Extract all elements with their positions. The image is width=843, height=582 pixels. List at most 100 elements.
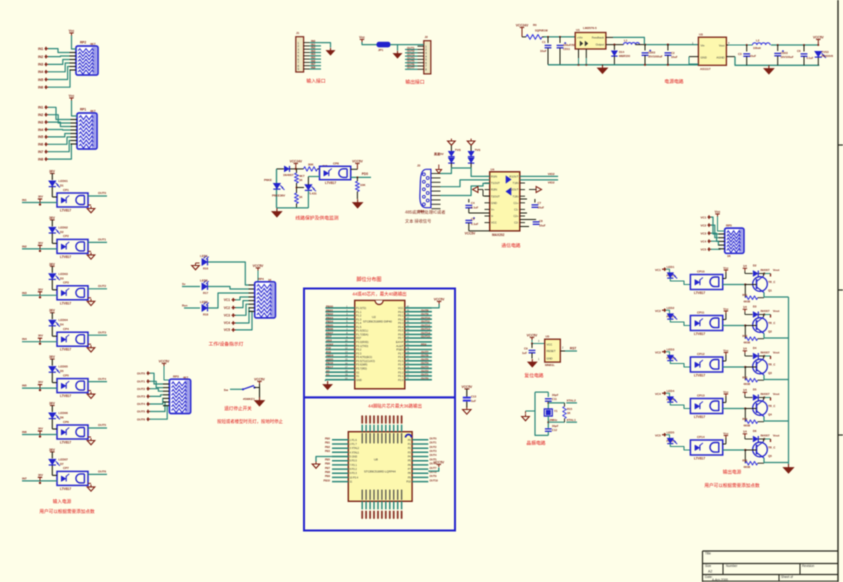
svg-text:4K08: 4K08 [743, 424, 750, 428]
svg-text:36V: 36V [38, 427, 43, 431]
svg-text:15: 15 [345, 360, 348, 362]
svg-text:PB05: PB05 [326, 323, 333, 327]
svg-text:10uF: 10uF [750, 54, 757, 58]
svg-text:36V: 36V [49, 309, 56, 313]
svg-text:C3: C3 [738, 52, 742, 56]
svg-text:36V: 36V [38, 287, 43, 291]
svg-text:Vout: Vout [773, 268, 779, 272]
svg-text:Q3: Q3 [768, 371, 772, 375]
svg-text:3: 3 [298, 47, 300, 51]
svg-text:C11: C11 [552, 397, 557, 401]
svg-text:100uF/50V: 100uF/50V [563, 43, 577, 47]
svg-text:TR_C: TR_C [768, 446, 775, 450]
svg-text:D4: D4 [60, 323, 64, 327]
svg-text:GND: GND [701, 56, 707, 60]
svg-text:Vout: Vout [773, 350, 779, 354]
svg-text:通信电路: 通信电路 [501, 242, 520, 249]
svg-text:LTV817: LTV817 [60, 209, 71, 213]
svg-text:LED05: LED05 [59, 365, 69, 369]
svg-text:30K: 30K [308, 163, 314, 167]
svg-text:30pF: 30pF [552, 424, 559, 428]
svg-text:LED3: LED3 [200, 300, 208, 304]
svg-text:P0.3: P0.3 [398, 321, 404, 325]
svg-text:11: 11 [345, 344, 348, 346]
svg-text:6: 6 [346, 326, 348, 328]
svg-text:Y1: Y1 [554, 409, 558, 413]
svg-text:10uF: 10uF [539, 224, 546, 228]
svg-text:C1: C1 [542, 40, 546, 44]
svg-text:IN1: IN1 [38, 106, 43, 110]
svg-text:GND: GND [491, 201, 497, 205]
svg-text:PB7: PB7 [325, 466, 331, 470]
svg-text:Sv: Sv [182, 282, 186, 286]
svg-text:IN0: IN0 [311, 39, 316, 43]
svg-text:OUT6: OUT6 [137, 417, 145, 421]
svg-text:IN5: IN5 [22, 384, 27, 388]
svg-text:OUT3: OUT3 [407, 53, 415, 57]
svg-text:10K: 10K [360, 183, 366, 187]
svg-text:PB6: PB6 [325, 462, 331, 466]
svg-text:VC2: VC2 [701, 223, 707, 227]
svg-text:PB17: PB17 [326, 365, 333, 369]
svg-text:Sheet of: Sheet of [781, 575, 793, 579]
svg-text:6: 6 [425, 61, 427, 65]
svg-text:C7: C7 [538, 201, 542, 205]
svg-text:C9: C9 [524, 347, 528, 351]
svg-text:36V: 36V [49, 262, 56, 266]
svg-text:IN6: IN6 [311, 59, 316, 63]
svg-text:R04: R04 [742, 417, 747, 421]
svg-text:MAX202: MAX202 [492, 233, 505, 237]
svg-text:4: 4 [425, 54, 427, 58]
svg-text:IN6: IN6 [38, 86, 43, 90]
svg-text:AS1117: AS1117 [700, 67, 711, 71]
svg-text:12: 12 [345, 348, 348, 350]
svg-text:0.1uF: 0.1uF [471, 222, 479, 226]
svg-text:U1: U1 [576, 28, 580, 32]
svg-text:36V: 36V [49, 170, 56, 174]
svg-text:LTV817: LTV817 [60, 394, 71, 398]
svg-text:PB8: PB8 [325, 470, 331, 474]
svg-text:IN5: IN5 [38, 78, 43, 82]
svg-text:用户可以根据需要添加点数: 用户可以根据需要添加点数 [39, 508, 95, 515]
svg-text:CP14: CP14 [697, 435, 705, 439]
svg-text:4K7: 4K7 [299, 174, 305, 178]
svg-text:P2.2: P2.2 [398, 370, 404, 374]
svg-text:IN4: IN4 [311, 52, 316, 56]
svg-text:CD03: CD03 [781, 51, 789, 55]
svg-text:高速5V: 高速5V [434, 151, 444, 156]
svg-text:T2OUT: T2OUT [491, 194, 500, 198]
svg-text:Run: Run [182, 304, 188, 308]
svg-text:PB00: PB00 [326, 305, 333, 309]
svg-text:OUT2: OUT2 [137, 387, 145, 391]
svg-text:OUT15: OUT15 [421, 335, 430, 339]
svg-text:LED03: LED03 [59, 272, 69, 276]
svg-text:线路保护及供电监测: 线路保护及供电监测 [295, 215, 338, 222]
svg-text:D3: D3 [60, 276, 64, 280]
svg-text:P3.0(RXD): P3.0(RXD) [356, 340, 369, 344]
svg-text:OUT10: OUT10 [421, 316, 430, 320]
svg-text:Vcc: Vcc [69, 94, 75, 98]
svg-text:P1: P1 [408, 443, 412, 446]
svg-text:PB07: PB07 [326, 331, 333, 335]
svg-text:OUT4: OUT4 [430, 453, 437, 457]
svg-text:OUT1: OUT1 [407, 46, 415, 50]
svg-text:X1: X1 [326, 373, 330, 377]
svg-text:36V: 36V [38, 473, 43, 477]
svg-text:OUT2: OUT2 [98, 284, 106, 288]
svg-text:D6: D6 [60, 416, 64, 420]
svg-text:L1: L1 [624, 39, 628, 43]
svg-text:D7: D7 [60, 462, 64, 466]
svg-text:8: 8 [425, 68, 427, 72]
svg-text:CP11: CP11 [697, 311, 705, 315]
svg-text:VO02: VO02 [326, 342, 334, 346]
svg-text:C13: C13 [471, 395, 477, 399]
svg-text:AB05: AB05 [326, 357, 334, 361]
svg-text:Vout: Vout [773, 392, 779, 396]
svg-text:VCC5V: VCC5V [465, 232, 477, 236]
svg-text:10uF: 10uF [538, 206, 545, 210]
svg-text:OUT0: OUT0 [137, 371, 145, 375]
svg-text:20: 20 [345, 378, 348, 380]
svg-text:PB06: PB06 [326, 327, 333, 331]
svg-text:4 XTAL1: 4 XTAL1 [350, 451, 360, 454]
svg-text:PB3: PB3 [325, 449, 331, 453]
